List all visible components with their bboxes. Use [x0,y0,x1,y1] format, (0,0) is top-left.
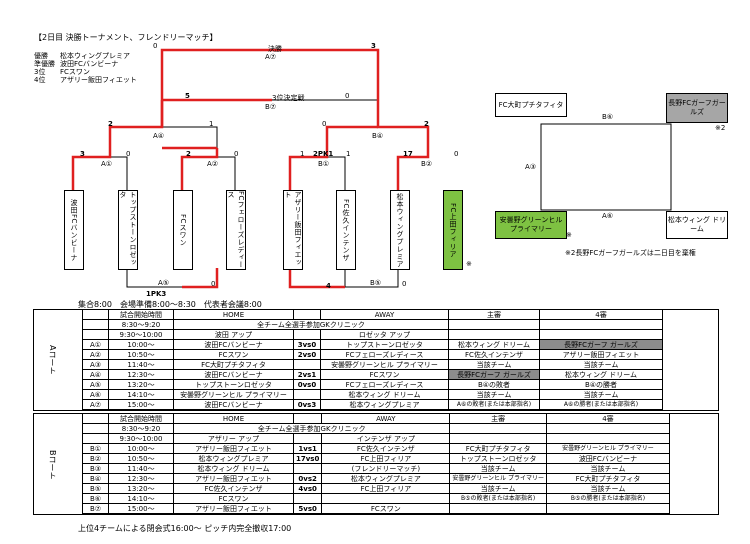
semi-right-score-l: 0 [322,120,327,128]
assembly-info: 集合8:00 会場準備8:00〜8:30 代表者会議8:00 [78,300,262,309]
b5-score-l: 4 [326,282,331,290]
b5-score-r: 0 [402,280,407,288]
page-title: 【2日目 決勝トーナメント、フレンドリーマッチ】 [34,33,218,42]
a5-score: 0 [211,280,216,288]
court-a-label: Aコート [48,345,57,375]
note-mark-2: ※2 [715,124,726,132]
team-box: 松本ウィングプレミア [390,190,410,270]
b5-code: B⑤ [370,279,382,287]
friendly-code: B⑥ [602,113,614,121]
final-label: 決勝 [268,45,282,53]
b1-score-l: 1 [300,150,305,158]
friendly-code: A⑥ [602,212,614,220]
final-score-left: 0 [153,42,158,50]
team-box: トップストーンロゼッタ [118,190,138,270]
a2-score-l: 2 [186,150,191,158]
b1-code: B① [318,160,330,168]
team-box: FCスワン [173,190,193,270]
semi-left-score-l: 2 [108,120,113,128]
a1-score-l: 3 [80,150,85,158]
court-b-label: Bコート [48,450,57,480]
table-header-row: 試合開始時間 HOME AWAY 主審 4審 [82,309,663,320]
a2-code: A② [207,160,219,168]
friendly-team: 長野FCガーフガールズ [666,93,728,123]
table-header-row: 試合開始時間 HOME AWAY 主審 4審 [82,413,670,424]
a5-pk: 1PK3 [146,290,167,298]
team-box: 波田FCバンビーナ [64,190,84,270]
semi-left-code: A④ [153,132,165,140]
third-place-code: B⑦ [265,103,277,111]
a1-code: A① [101,160,113,168]
friendly-note: ※2長野FCガーフガールズは二日目を棄権 [565,249,696,257]
b1-score-r: 1 [346,150,351,158]
a5-code: A⑤ [158,279,170,287]
a2-score-r: 0 [234,150,239,158]
note-mark: ※ [566,231,572,239]
a1-score-r: 0 [126,150,131,158]
final-code: A⑦ [265,53,277,61]
semi-right-code: B④ [372,132,384,140]
tournament-bracket [71,48,430,289]
result-row: 準優勝波田FCバンビーナ [34,60,119,68]
friendly-diagram [540,123,672,211]
final-score-right: 3 [371,42,376,50]
note-mark: ※ [466,260,472,268]
friendly-code: A③ [525,163,537,171]
friendly-team: FC大町プチタフィタ [495,93,567,117]
semi-left-score-r: 1 [209,120,214,128]
friendly-team: 安曇野グリーンヒル プライマリー [495,211,567,239]
team-box: FCフェローズレディース [226,190,246,270]
semi-right-score-r: 2 [424,120,429,128]
third-score-left: 5 [185,92,190,100]
team-box: アザリー飯田フィエット [283,190,303,270]
b1-pk: 2PK1 [313,150,334,158]
team-box: FC佐久インテンザ [336,190,356,270]
third-place-label: 3位決定戦 [272,94,305,102]
team-box: FC上田フィリア [443,190,463,270]
friendly-team: 松本ウィング ドリーム [666,211,728,239]
result-row: 4位アザリー飯田フィエット [34,76,137,84]
third-score-right: 0 [345,92,350,100]
result-row: 優勝松本ウィングプレミア [34,52,130,60]
b2-score-l: 17 [403,150,413,158]
b2-score-r: 0 [454,150,459,158]
footer-note: 上位4チームによる閉会式16:00〜 ピッチ内完全撤収17:00 [78,524,292,533]
b2-code: B② [421,160,433,168]
